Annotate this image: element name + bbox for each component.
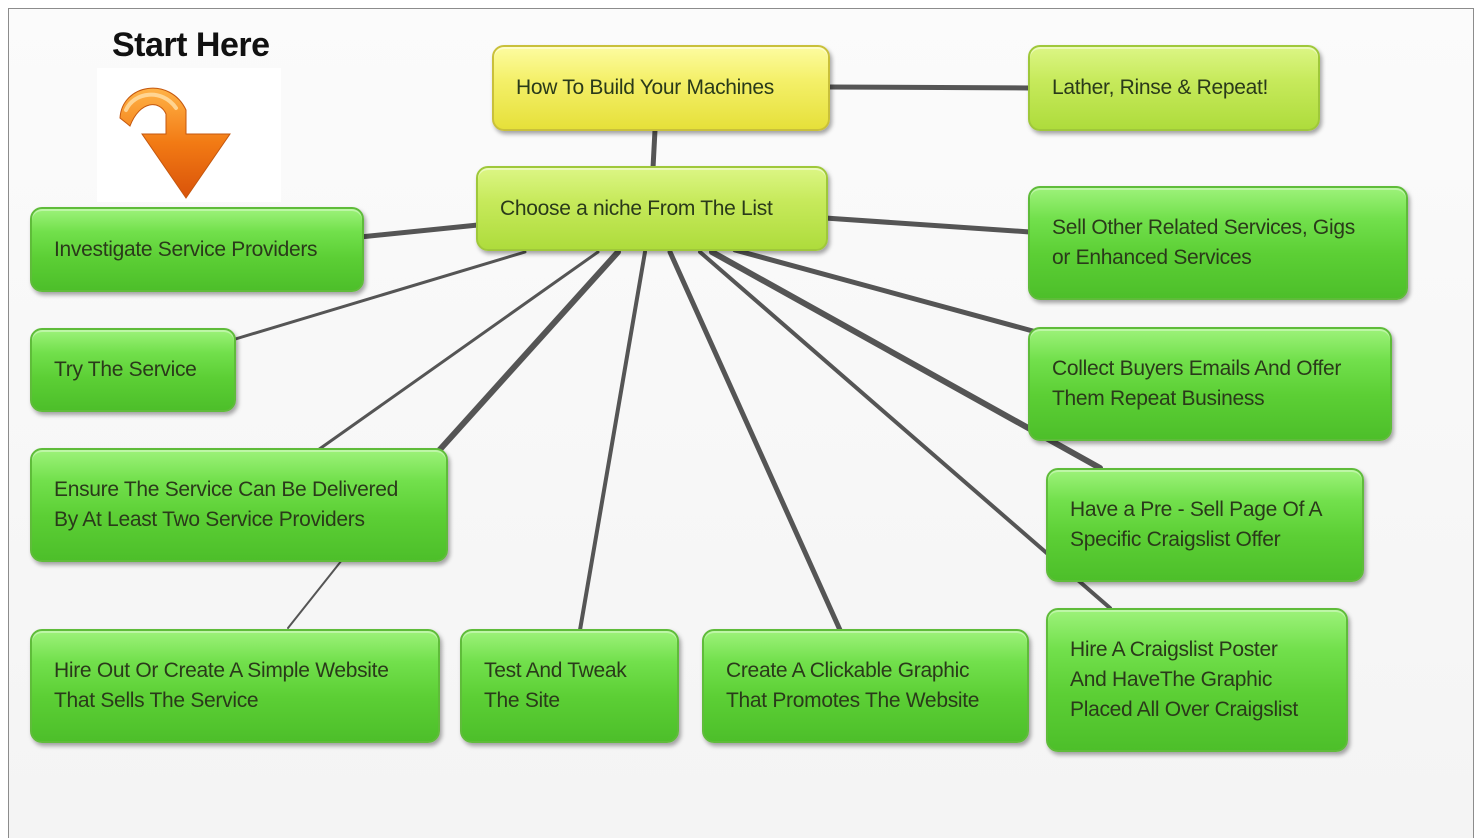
node-label: Test And Tweak The Site <box>484 659 627 712</box>
node-try-the-service: Try The Service <box>30 328 236 412</box>
node-label: Collect Buyers Emails And Offer Them Rep… <box>1052 357 1342 410</box>
start-here-label: Start Here <box>112 26 270 64</box>
connector-niche-test <box>578 250 647 632</box>
node-label: Try The Service <box>54 358 197 381</box>
node-collect-buyers-emails: Collect Buyers Emails And Offer Them Rep… <box>1028 327 1392 441</box>
curved-arrow-down-icon <box>119 87 231 199</box>
node-label: Sell Other Related Services, Gigs or Enh… <box>1052 216 1355 269</box>
node-pre-sell-page: Have a Pre - Sell Page Of A Specific Cra… <box>1046 468 1364 582</box>
node-label: Choose a niche From The List <box>500 196 773 220</box>
connector-niche-sell-other <box>822 215 1033 235</box>
connector-niche-poster <box>698 250 1112 610</box>
connector-machines-niche <box>650 127 658 171</box>
node-sell-other-related-services: Sell Other Related Services, Gigs or Enh… <box>1028 186 1408 300</box>
connector-niche-try <box>230 250 527 342</box>
connector-niche-ensure-b <box>432 249 621 458</box>
node-hire-out-create-website: Hire Out Or Create A Simple Website That… <box>30 629 440 743</box>
connector-niche-graphic <box>667 249 843 633</box>
node-ensure-service-delivered: Ensure The Service Can Be Delivered By A… <box>30 448 448 562</box>
connector-niche-ensure-a <box>316 250 600 452</box>
node-test-and-tweak: Test And Tweak The Site <box>460 629 679 743</box>
node-label: How To Build Your Machines <box>516 76 774 99</box>
connector-machines-repeat <box>827 84 1033 91</box>
node-choose-niche: Choose a niche From The List <box>476 166 828 251</box>
connector-niche-collect <box>732 247 1043 336</box>
connector-niche-investigate <box>357 222 481 240</box>
node-label: Hire A Craigslist Poster And HaveThe Gra… <box>1070 638 1298 721</box>
node-label: Have a Pre - Sell Page Of A Specific Cra… <box>1070 498 1323 551</box>
connector-ensure-hire <box>287 559 343 629</box>
node-label: Hire Out Or Create A Simple Website That… <box>54 659 389 712</box>
node-how-to-build-machines: How To Build Your Machines <box>492 45 830 131</box>
node-hire-craigslist-poster: Hire A Craigslist Poster And HaveThe Gra… <box>1046 608 1348 752</box>
node-label: Create A Clickable Graphic That Promotes… <box>726 659 980 712</box>
node-label: Ensure The Service Can Be Delivered By A… <box>54 478 398 531</box>
node-label: Investigate Service Providers <box>54 237 318 261</box>
node-investigate-service-providers: Investigate Service Providers <box>30 207 364 292</box>
node-lather-rinse-repeat: Lather, Rinse & Repeat! <box>1028 45 1320 131</box>
node-create-clickable-graphic: Create A Clickable Graphic That Promotes… <box>702 629 1029 743</box>
node-label: Lather, Rinse & Repeat! <box>1052 76 1269 99</box>
